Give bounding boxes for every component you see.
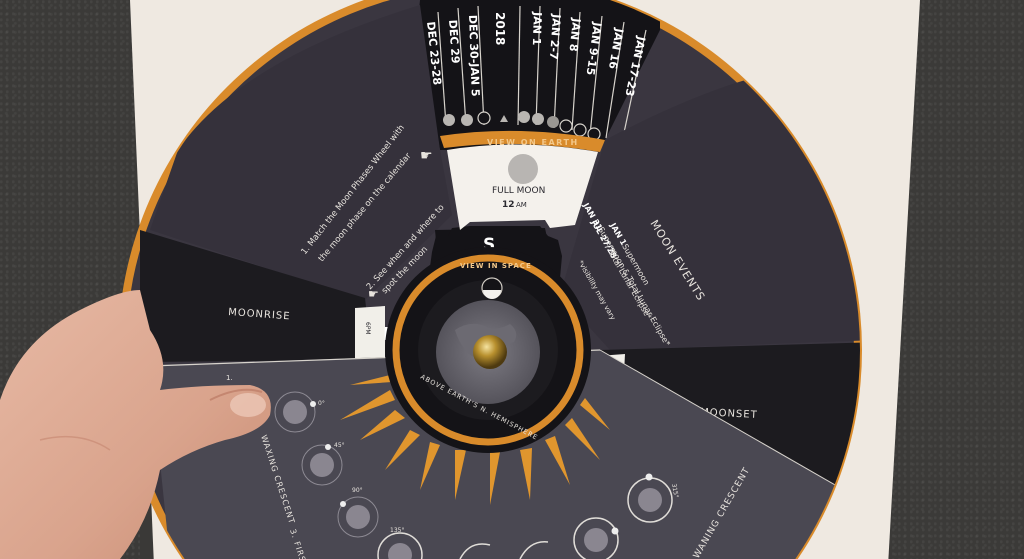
svg-text:315°: 315° <box>670 483 679 498</box>
phase-moon-icon: 0° <box>274 391 325 433</box>
brass-fastener <box>473 335 507 369</box>
calendar-column-label: DEC 30-JAN 5 <box>466 15 482 97</box>
phase-moon-icon: 315° <box>627 473 679 523</box>
svg-text:0°: 0° <box>318 400 325 407</box>
moonrise-time-tab: 6PM <box>364 322 371 335</box>
calendar-strip: DEC 23-28 DEC 29 DEC 30-JAN 5 2018 JAN 1… <box>418 0 660 150</box>
phase-moon-icon <box>573 517 619 559</box>
calendar-column-label: JAN 2-7 <box>547 13 563 60</box>
phase-moon-icon: 45° <box>301 442 345 486</box>
svg-text:90°: 90° <box>352 487 363 494</box>
calendar-column-label: JAN 8 <box>567 17 584 52</box>
time-suffix: AM <box>516 201 527 209</box>
full-moon-icon <box>508 154 538 184</box>
moon-phases-wheel-panel: 0° 45° 90° 135° <box>149 349 860 559</box>
phase-name-label: FULL MOON <box>492 186 545 196</box>
time-number: 12 <box>502 200 515 210</box>
calendar-column-label: JAN 1 <box>530 11 544 46</box>
phase-step-marker: 1. <box>226 374 233 382</box>
calendar-moon-phase-icons <box>443 111 601 141</box>
pointer-hand-icon: ☛ <box>420 148 433 164</box>
view-on-earth-window: FULL MOON 12 AM <box>447 144 598 230</box>
view-in-space-label: VIEW IN SPACE <box>460 262 532 270</box>
svg-text:135°: 135° <box>390 527 404 534</box>
phase-moon-icon: 90° <box>337 487 379 538</box>
view-on-earth-band: VIEW ON EARTH <box>440 130 605 152</box>
calendar-column-label: DEC 29 <box>446 19 462 64</box>
pointer-hand-icon: ☛ <box>368 287 379 301</box>
view-on-earth-label: VIEW ON EARTH <box>487 138 579 147</box>
calendar-year-label: 2018 <box>493 12 507 45</box>
sun-rays <box>340 375 610 505</box>
svg-text:45°: 45° <box>334 442 345 449</box>
phase-moon-icon: 135° <box>377 527 423 559</box>
center-dial: VIEW IN SPACE ABOVE EARTH'S N. HEMISPHER… <box>385 247 591 453</box>
